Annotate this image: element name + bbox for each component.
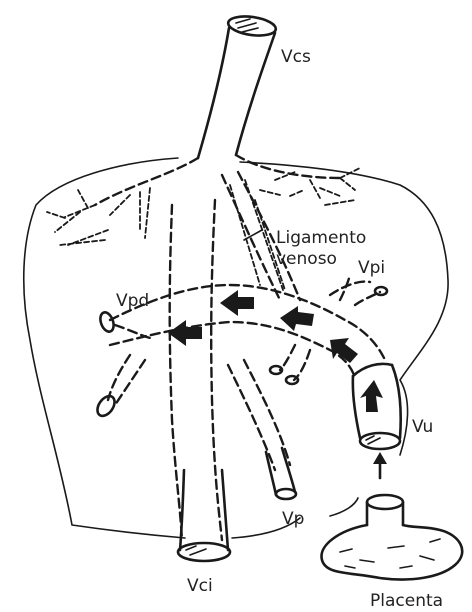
vena-porta-dextra [94, 311, 150, 419]
flow-arrow [360, 380, 383, 412]
flow-arrow [220, 290, 254, 316]
placenta-flow-arrow [373, 452, 387, 478]
vena-porta-izquierda [270, 275, 387, 384]
label-vu: Vu [412, 417, 433, 437]
label-vpd: Vpd [116, 291, 149, 311]
label-venoso: venoso [276, 249, 337, 269]
vena-cava-superior [198, 14, 277, 158]
vena-cava-inferior [178, 470, 230, 561]
label-vp: Vp [282, 509, 304, 529]
liver-outline [24, 158, 448, 538]
flow-arrow [168, 320, 202, 346]
label-vcs: Vcs [281, 47, 311, 67]
label-vpi: Vpi [358, 258, 385, 278]
label-vci: Vci [187, 576, 213, 596]
flow-arrows [168, 290, 383, 412]
label-ligamento: Ligamento [276, 228, 366, 248]
label-placenta: Placenta [370, 591, 443, 611]
flow-arrow [280, 306, 314, 331]
placenta [322, 495, 463, 579]
